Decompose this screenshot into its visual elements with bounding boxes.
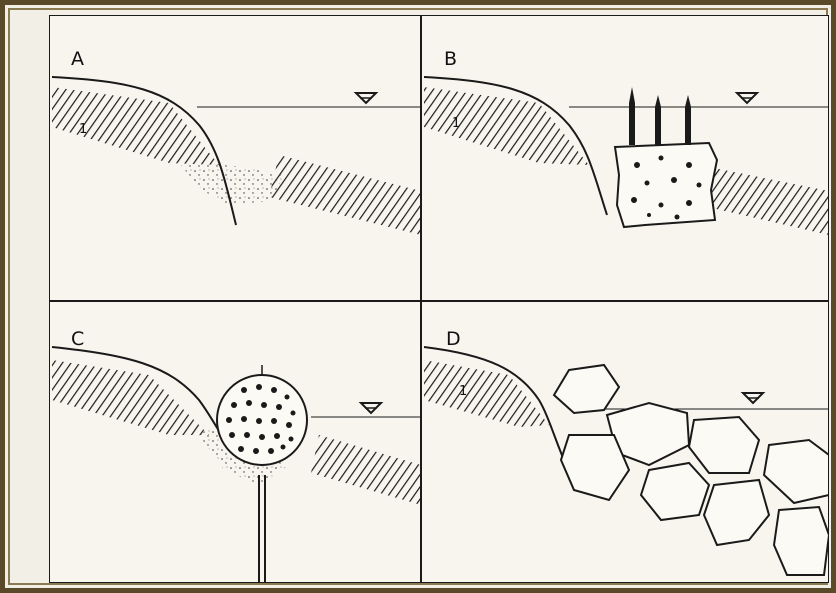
panel-d-label: D	[446, 328, 461, 350]
panel-b-layer-mark: 1	[452, 116, 460, 131]
panel-c-label: C	[71, 328, 84, 350]
panel-a-layer-mark: 1	[79, 122, 87, 137]
panel-d-layer-mark: 1	[459, 384, 467, 399]
panel-a-label: A	[71, 48, 84, 70]
geology-diagram: A 1 B 1	[49, 15, 829, 583]
panel-b-grout-block	[615, 143, 717, 227]
panel-b-label: B	[444, 48, 457, 70]
